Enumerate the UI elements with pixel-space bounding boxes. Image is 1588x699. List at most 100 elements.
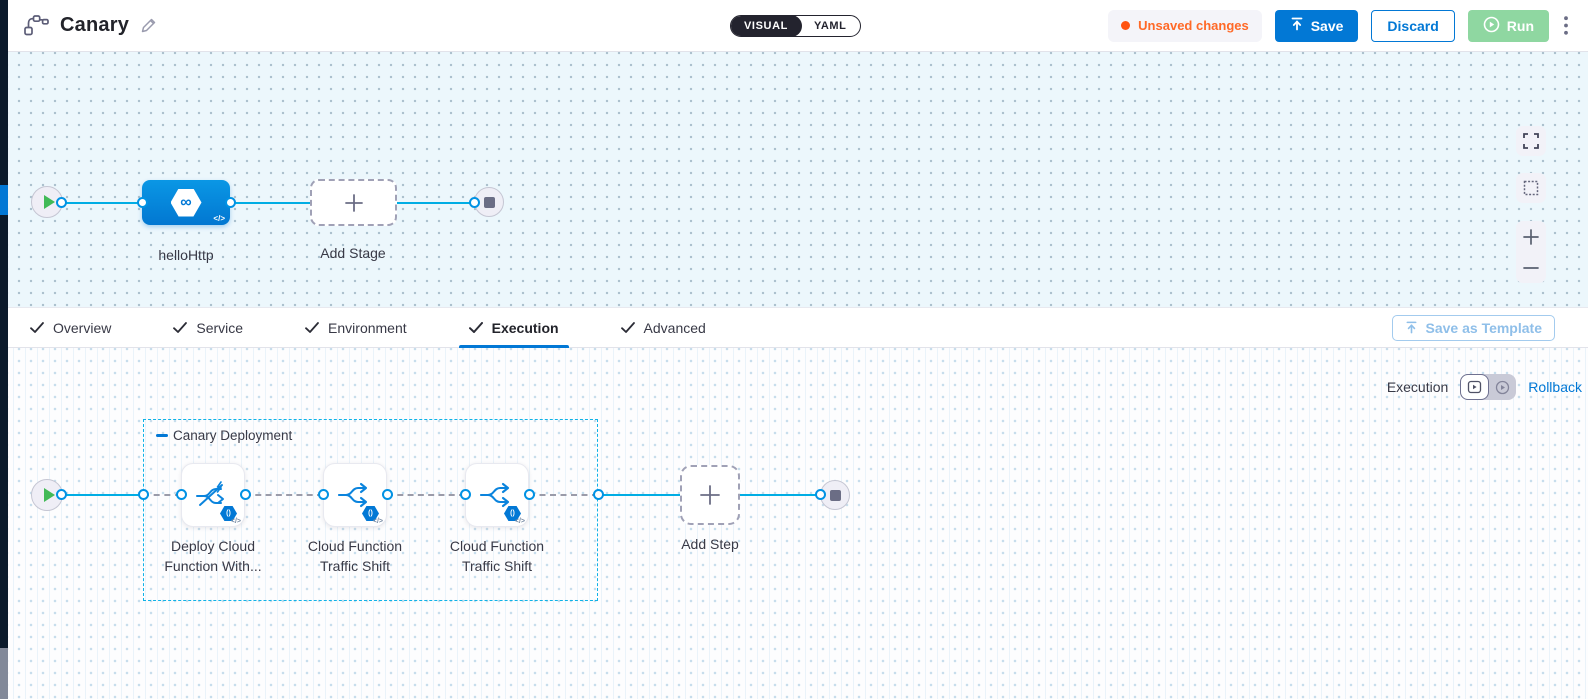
execution-rollback-toggle [1460, 374, 1517, 400]
zoom-in-button[interactable] [1516, 221, 1546, 252]
collapse-minus-icon [156, 434, 168, 437]
execution-steps-icon [1468, 380, 1482, 394]
zoom-out-button[interactable] [1516, 252, 1546, 283]
rollback-mode-button[interactable] [1489, 374, 1516, 400]
selection-box-icon [1523, 180, 1539, 196]
link-port[interactable] [137, 197, 148, 208]
infinity-glyph: ∞ [180, 193, 192, 211]
step-traffic-shift-2[interactable]: () </> [465, 463, 529, 527]
discard-button-label: Discard [1387, 17, 1439, 34]
multi-select-button[interactable] [1516, 173, 1546, 203]
main-panel: Canary VISUAL YAML Unsaved changes [8, 0, 1588, 699]
tab-overview[interactable]: Overview [20, 308, 121, 347]
tab-label: Overview [53, 319, 112, 336]
execution-mode-label: Execution [1386, 379, 1449, 395]
add-step-button[interactable] [680, 465, 740, 525]
tab-service[interactable]: Service [163, 308, 253, 347]
link-port[interactable] [318, 489, 329, 500]
tab-advanced[interactable]: Advanced [611, 308, 716, 347]
check-icon [468, 321, 483, 333]
plus-icon [700, 485, 720, 505]
flow-line-dashed [245, 494, 323, 496]
start-play-icon [43, 195, 55, 209]
deploy-no-traffic-icon [196, 481, 224, 506]
minus-icon [1523, 266, 1539, 269]
run-button[interactable]: Run [1467, 9, 1549, 42]
cloud-function-badge-icon: () [504, 506, 521, 521]
link-port[interactable] [524, 489, 535, 500]
cloud-function-badge-icon: () [220, 506, 237, 521]
start-play-icon [43, 488, 55, 502]
link-port[interactable] [815, 489, 826, 500]
sidenav-active-indicator [0, 185, 8, 215]
tab-environment[interactable]: Environment [295, 308, 417, 347]
link-port[interactable] [382, 489, 393, 500]
save-icon [1290, 17, 1304, 34]
stage-label: helloHttp [158, 247, 214, 263]
stop-square-icon [483, 196, 495, 208]
pipeline-title-group: Canary [24, 14, 157, 37]
link-port[interactable] [138, 489, 149, 500]
toggle-visual[interactable]: VISUAL [730, 16, 802, 36]
sidenav-scrollbar[interactable] [0, 648, 8, 699]
code-icon: </> [230, 518, 241, 525]
link-port[interactable] [593, 489, 604, 500]
stop-square-icon [829, 489, 841, 501]
stage-graph-canvas[interactable]: ∞ </> helloHttp Add Stage [8, 52, 1588, 307]
unsaved-badge-label: Unsaved changes [1138, 18, 1249, 33]
execution-mode-toolbar: Execution Rollback [1387, 374, 1582, 400]
step-deploy-cloud-function[interactable]: () </> [181, 463, 245, 527]
step-group-canary-deployment[interactable]: Canary Deployment [143, 419, 598, 601]
upload-icon [1406, 321, 1416, 334]
add-stage-label: Add Stage [320, 245, 386, 261]
more-options-kebab-icon[interactable] [1562, 16, 1570, 35]
run-button-label: Run [1506, 17, 1534, 34]
group-label-text: Canary Deployment [173, 428, 293, 443]
flow-line-dashed [387, 494, 465, 496]
save-as-template-button[interactable]: Save as Template [1391, 314, 1555, 341]
link-port[interactable] [56, 489, 67, 500]
collapsed-sidenav[interactable] [0, 0, 8, 699]
tab-label: Execution [491, 319, 559, 336]
step-traffic-shift-1[interactable]: () </> [323, 463, 387, 527]
edit-title-icon[interactable] [140, 17, 157, 34]
plus-icon [344, 193, 363, 212]
rollback-link[interactable]: Rollback [1528, 379, 1582, 395]
tab-execution[interactable]: Execution [458, 308, 569, 348]
traffic-shift-icon [480, 482, 510, 508]
fullscreen-button[interactable] [1516, 126, 1546, 156]
check-icon [30, 321, 44, 333]
cloud-function-badge-icon: () [362, 506, 379, 521]
link-port[interactable] [56, 197, 67, 208]
execution-mode-button[interactable] [1460, 374, 1490, 400]
page-title: Canary [60, 14, 130, 36]
zoom-controls [1516, 221, 1546, 283]
flow-line [230, 202, 310, 204]
rollback-circle-icon [1496, 380, 1510, 394]
traffic-shift-icon [338, 482, 368, 508]
visual-yaml-toggle: VISUAL YAML [730, 15, 861, 37]
pipeline-icon [24, 15, 49, 36]
add-step-label: Add Step [681, 536, 739, 552]
group-collapse-toggle[interactable]: Canary Deployment [156, 428, 292, 443]
flow-line [60, 494, 143, 496]
execution-graph-canvas[interactable]: Execution Rollback [8, 348, 1588, 699]
code-icon: </> [213, 214, 225, 223]
link-port[interactable] [225, 197, 236, 208]
flow-line [60, 202, 142, 204]
stage-node-hellohttp[interactable]: ∞ </> [142, 180, 230, 225]
discard-button[interactable]: Discard [1371, 9, 1455, 42]
flow-line-dashed [143, 494, 181, 496]
stage-config-tabs: Overview Service Environment Execution A… [8, 307, 1588, 348]
save-button[interactable]: Save [1274, 9, 1359, 42]
add-stage-button[interactable] [310, 179, 397, 226]
code-icon: </> [514, 518, 525, 525]
link-port[interactable] [469, 197, 480, 208]
toggle-yaml[interactable]: YAML [813, 20, 847, 32]
link-port[interactable] [240, 489, 251, 500]
link-port[interactable] [176, 489, 187, 500]
link-port[interactable] [460, 489, 471, 500]
header-actions: Unsaved changes Save Discard [1108, 9, 1570, 42]
